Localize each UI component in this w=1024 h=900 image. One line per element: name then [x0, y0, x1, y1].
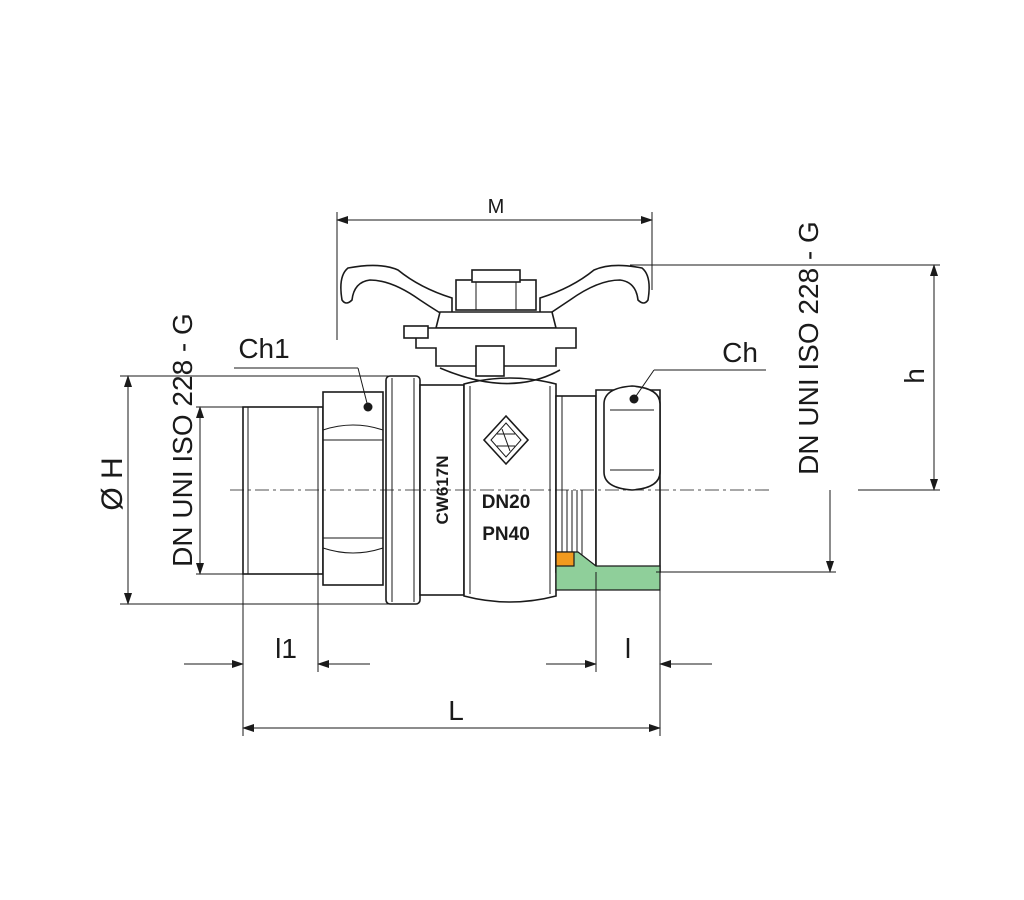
leader-ch: Ch	[633, 337, 766, 400]
dim-M: M	[336, 196, 653, 340]
label-thread-left: DN UNI ISO 228 - G	[167, 313, 198, 567]
handle-wing-left	[340, 264, 453, 322]
dim-L: L	[242, 695, 661, 732]
label-thread-right: DN UNI ISO 228 - G	[793, 221, 824, 475]
handle-wing-right	[539, 264, 650, 322]
seal-green	[555, 551, 661, 591]
right-section	[555, 395, 597, 573]
dim-h: h	[630, 264, 940, 491]
label-l: l	[625, 633, 631, 664]
label-L: L	[448, 695, 464, 726]
size-marking: DN20	[482, 492, 531, 513]
handle-center	[434, 311, 558, 329]
label-ch: Ch	[722, 337, 758, 368]
label-h: h	[899, 368, 930, 384]
hex-nut-ch1	[322, 391, 384, 586]
dim-thread-left: DN UNI ISO 228 - G	[167, 313, 248, 575]
seal-orange	[555, 551, 575, 567]
dim-l: l	[546, 572, 712, 736]
stem-hex-nut	[455, 279, 537, 311]
butterfly-handle	[340, 264, 650, 385]
dim-l1: l1	[184, 574, 370, 736]
pressure-marking: PN40	[482, 524, 530, 545]
hex-nut-ch	[595, 385, 661, 573]
brand-logo	[482, 414, 530, 466]
label-M: M	[488, 196, 505, 218]
male-thread-end	[242, 406, 324, 575]
label-l1: l1	[275, 633, 297, 664]
diamond-logo-icon	[482, 414, 530, 466]
label-dia-H: Ø H	[96, 457, 129, 510]
dim-dia-H: Ø H	[96, 375, 390, 605]
leader-ch1: Ch1	[234, 333, 369, 408]
dim-thread-right: DN UNI ISO 228 - G	[656, 221, 836, 573]
stem-neck	[475, 345, 505, 377]
label-ch1: Ch1	[238, 333, 289, 364]
